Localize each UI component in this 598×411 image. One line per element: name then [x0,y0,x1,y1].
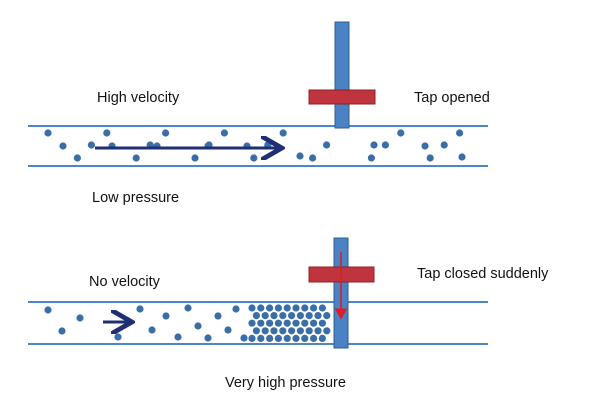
water-particle [397,129,405,137]
water-particle [252,327,260,335]
water-particle [191,154,199,162]
top-water-particles [44,129,466,162]
water-particle [76,314,84,322]
label-no-velocity: No velocity [89,274,161,290]
water-particle [174,333,182,341]
water-particle [456,129,464,137]
water-particle [248,334,256,342]
water-particle [274,319,282,327]
water-particle [257,319,265,327]
water-particle [148,326,156,334]
water-particle [232,305,240,313]
tap-valve-icon [308,21,376,129]
water-particle [314,312,322,320]
water-particle [44,129,52,137]
top-panel: High velocity Tap opened Low pressure [28,21,490,206]
top-tap-handle [308,89,376,105]
water-particle [458,153,466,161]
water-particle [301,319,309,327]
water-particle [114,333,122,341]
water-particle [204,334,212,342]
water-particle [274,334,282,342]
water-particle [59,142,67,150]
water-particle [296,152,304,160]
water-particle [305,327,313,335]
water-particle [214,312,222,320]
water-particle [103,129,111,137]
water-particle [323,327,331,335]
top-tap-stem [334,21,350,129]
water-particle [240,334,248,342]
water-particle [270,327,278,335]
water-particle [274,304,282,312]
water-particle [44,306,52,314]
label-tap-opened: Tap opened [414,90,490,106]
water-particle [310,319,318,327]
water-particle [283,304,291,312]
bottom-water-particles [44,304,331,342]
water-particle [257,304,265,312]
water-particle [132,154,140,162]
water-particle [440,141,448,149]
water-particle [87,141,95,149]
water-particle [381,141,389,149]
water-particle [318,319,326,327]
water-particle [296,327,304,335]
water-particle [292,319,300,327]
water-particle [288,312,296,320]
water-particle [279,327,287,335]
water-particle [194,322,202,330]
water-particle [426,154,434,162]
water-particle [367,154,375,162]
label-tap-closed-suddenly: Tap closed suddenly [417,266,549,282]
water-particle [314,327,322,335]
water-particle [292,334,300,342]
water-particle [283,334,291,342]
water-particle [58,327,66,335]
water-particle [261,312,269,320]
water-particle [266,319,274,327]
water-particle [220,129,228,137]
water-particle [323,312,331,320]
water-particle [162,312,170,320]
water-particle [261,327,269,335]
water-particle [296,312,304,320]
water-particle [292,304,300,312]
water-particle [370,141,378,149]
bottom-panel: No velocity Tap closed suddenly Very hig… [28,237,549,391]
water-particle [257,334,265,342]
water-particle [162,129,170,137]
tap-valve-icon [308,237,375,349]
water-particle [301,304,309,312]
water-particle [309,154,317,162]
water-particle [266,304,274,312]
water-particle [250,154,258,162]
water-particle [270,312,278,320]
water-particle [224,326,232,334]
water-particle [279,129,287,137]
water-particle [305,312,313,320]
water-particle [318,334,326,342]
water-particle [283,319,291,327]
label-high-velocity: High velocity [97,90,180,106]
water-particle [252,312,260,320]
water-particle [288,327,296,335]
water-particle [310,304,318,312]
water-particle [184,304,192,312]
water-particle [73,154,81,162]
water-particle [279,312,287,320]
label-very-high-pressure: Very high pressure [225,375,346,391]
water-particle [421,142,429,150]
label-low-pressure: Low pressure [92,190,179,206]
water-particle [323,141,331,149]
water-particle [301,334,309,342]
water-particle [248,304,256,312]
water-particle [136,305,144,313]
water-particle [318,304,326,312]
water-particle [248,319,256,327]
water-particle [266,334,274,342]
water-particle [310,334,318,342]
